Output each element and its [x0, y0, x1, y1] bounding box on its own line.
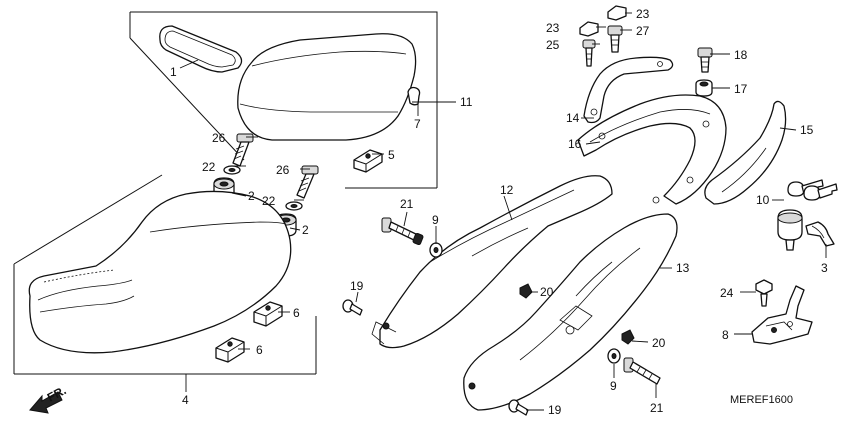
callout-11: 11: [460, 95, 473, 109]
rear-seat-group-frame: [129, 11, 438, 189]
callout-26-upper: 26: [212, 131, 226, 145]
cap-23-right-part: [607, 5, 627, 21]
rear-seat-bracket-part: [353, 149, 383, 173]
callout-12: 12: [500, 183, 514, 197]
front-seat-group-frame: [13, 174, 317, 375]
right-side-cover-part: [463, 213, 678, 411]
callout-16: 16: [568, 137, 582, 151]
cap-23-left-part: [579, 21, 599, 37]
callout-3: 3: [821, 261, 828, 275]
callout-4: 4: [182, 393, 189, 407]
bolt-27-part: [607, 25, 623, 53]
callout-27: 27: [636, 24, 650, 38]
callout-9-lower: 9: [610, 379, 617, 393]
right-grab-bar-part: [704, 100, 787, 205]
collar-22-lower-part: [285, 201, 303, 211]
callout-labels: 1 2 2 3 4 5 6 6 7 8 9 9 10 11 12 13 14 1…: [170, 7, 828, 417]
callout-15: 15: [800, 123, 814, 137]
callout-8: 8: [722, 328, 729, 342]
bolt-25-part: [582, 39, 596, 67]
bolt-26-lower-part: [296, 165, 319, 199]
left-side-cover-part: [371, 175, 613, 349]
callout-2-lower: 2: [302, 223, 309, 237]
callout-1: 1: [170, 65, 177, 79]
leader-lines: [179, 12, 827, 411]
callout-10: 10: [756, 193, 770, 207]
callout-14: 14: [566, 111, 580, 125]
callout-25: 25: [546, 38, 560, 52]
seat-lock-key-set-part: [777, 179, 838, 251]
bolt-18-part: [697, 47, 713, 73]
callout-26-lower: 26: [276, 163, 290, 177]
collar-22-upper-part: [223, 165, 241, 175]
callout-2-upper: 2: [248, 189, 255, 203]
front-direction-arrow-icon: [29, 391, 63, 414]
rear-seat-pad-part: [237, 33, 417, 141]
callout-20-upper: 20: [540, 285, 554, 299]
callout-7: 7: [414, 117, 421, 131]
callout-20-lower: 20: [652, 336, 666, 350]
callout-21-lower: 21: [650, 401, 664, 415]
clip-20-lower-part: [621, 329, 635, 345]
bolt-24-part: [755, 279, 773, 307]
callout-9-upper: 9: [432, 213, 439, 227]
diagram-code: MEREF1600: [730, 394, 793, 406]
front-seat-bracket-6-lower-part: [215, 337, 245, 363]
bolt-21-upper-part: [381, 217, 424, 246]
clip-20-upper-part: [519, 283, 533, 299]
seat-catch-bracket-part: [751, 285, 813, 345]
callout-18: 18: [734, 48, 748, 62]
callout-22-upper: 22: [202, 160, 216, 174]
seat-lock-cable-part: [805, 221, 835, 247]
callout-24: 24: [720, 286, 734, 300]
callout-22-lower: 22: [262, 194, 276, 208]
callout-5: 5: [388, 148, 395, 162]
collar-9-upper-part: [429, 242, 443, 258]
screw-19-upper-part: [342, 299, 363, 316]
callout-6-lower: 6: [256, 343, 263, 357]
callout-19-lower: 19: [548, 403, 562, 417]
callout-6-upper: 6: [293, 306, 300, 320]
collar-17-part: [695, 79, 713, 97]
collar-9-lower-part: [607, 348, 621, 364]
front-seat-part: [28, 190, 292, 354]
callout-23-left: 23: [546, 21, 560, 35]
seat-strap-part: [159, 25, 243, 73]
callout-17: 17: [734, 82, 748, 96]
callout-13: 13: [676, 261, 690, 275]
bolt-21-lower-part: [623, 357, 661, 385]
left-grab-bar-part: [583, 56, 674, 124]
callout-19-upper: 19: [350, 279, 364, 293]
screw-19-lower-part: [508, 399, 529, 416]
front-seat-bracket-6-upper-part: [253, 301, 283, 327]
rear-grab-rail-part: [577, 94, 727, 205]
callout-23-right: 23: [636, 7, 650, 21]
bolt-26-upper-part: [232, 133, 254, 167]
callout-21-upper: 21: [400, 197, 414, 211]
seat-cushion-rubber-part: [407, 86, 421, 106]
